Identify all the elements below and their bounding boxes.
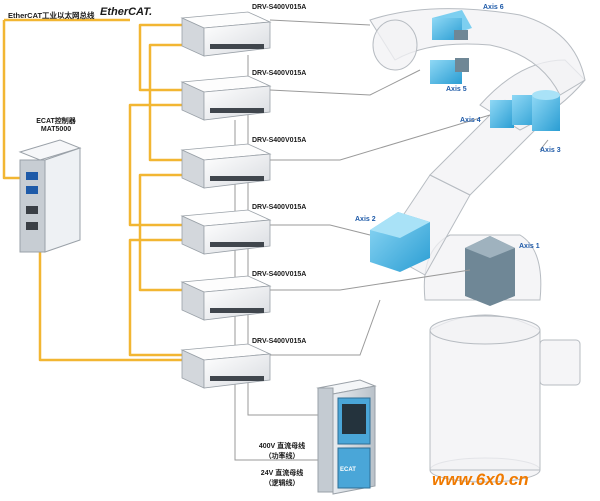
axis-label-3: Axis 3 (540, 147, 561, 154)
power-line-sub: （功率线） (264, 453, 300, 460)
controller-unit-icon (18, 139, 82, 253)
cabinet-brand: ECAT (340, 467, 356, 473)
ethercat-logo-icon: EtherCAT. (100, 6, 153, 18)
servo-drive-icon (180, 11, 272, 389)
servo-drive-6 (180, 343, 272, 389)
axis-label-2: Axis 2 (355, 216, 376, 223)
drive-label-3: DRV-S400V015A (252, 137, 307, 144)
axis-label-4: Axis 4 (460, 117, 481, 124)
servo-drive-2 (180, 75, 272, 121)
servo-drive-5 (180, 275, 272, 321)
axis-label-1: Axis 1 (519, 243, 540, 250)
servo-drive-4 (180, 209, 272, 255)
drive-label-2: DRV-S400V015A (252, 70, 307, 77)
drive-label-5: DRV-S400V015A (252, 271, 307, 278)
motor-axis-6 (432, 10, 472, 40)
power-line-label: 400V 直流母线 （功率线） (250, 441, 314, 461)
motor-axis-2 (370, 212, 430, 272)
controller-label: ECAT控制器 MAT5000 (32, 116, 80, 133)
logic-line-title: 24V 直流母线 (260, 470, 304, 477)
servo-drive-3 (180, 143, 272, 189)
drive-label-1: DRV-S400V015A (252, 4, 307, 11)
controller-name: ECAT控制器 (36, 118, 76, 125)
servo-drive-1 (180, 11, 272, 57)
watermark-text: www.6x0.cn (432, 470, 529, 489)
motor-axis-5 (430, 58, 469, 84)
drive-label-4: DRV-S400V015A (252, 204, 307, 211)
drive-label-6: DRV-S400V015A (252, 338, 307, 345)
motor-axis-1 (465, 236, 515, 306)
motor-axis-3 (532, 90, 560, 131)
ethercat-bus-cable (2, 18, 182, 362)
axis-label-5: Axis 5 (446, 86, 467, 93)
logic-line-label: 24V 直流母线 （逻辑线） (250, 468, 314, 488)
logic-line-sub: （逻辑线） (264, 480, 300, 487)
power-cabinet-icon (316, 379, 377, 495)
power-line-title: 400V 直流母线 (258, 443, 306, 450)
axis-label-6: Axis 6 (483, 4, 504, 11)
controller-model: MAT5000 (40, 126, 72, 133)
axis-motor-icon (370, 10, 560, 306)
ethercat-bus-label: EtherCAT工业以太网总线 (8, 11, 95, 20)
